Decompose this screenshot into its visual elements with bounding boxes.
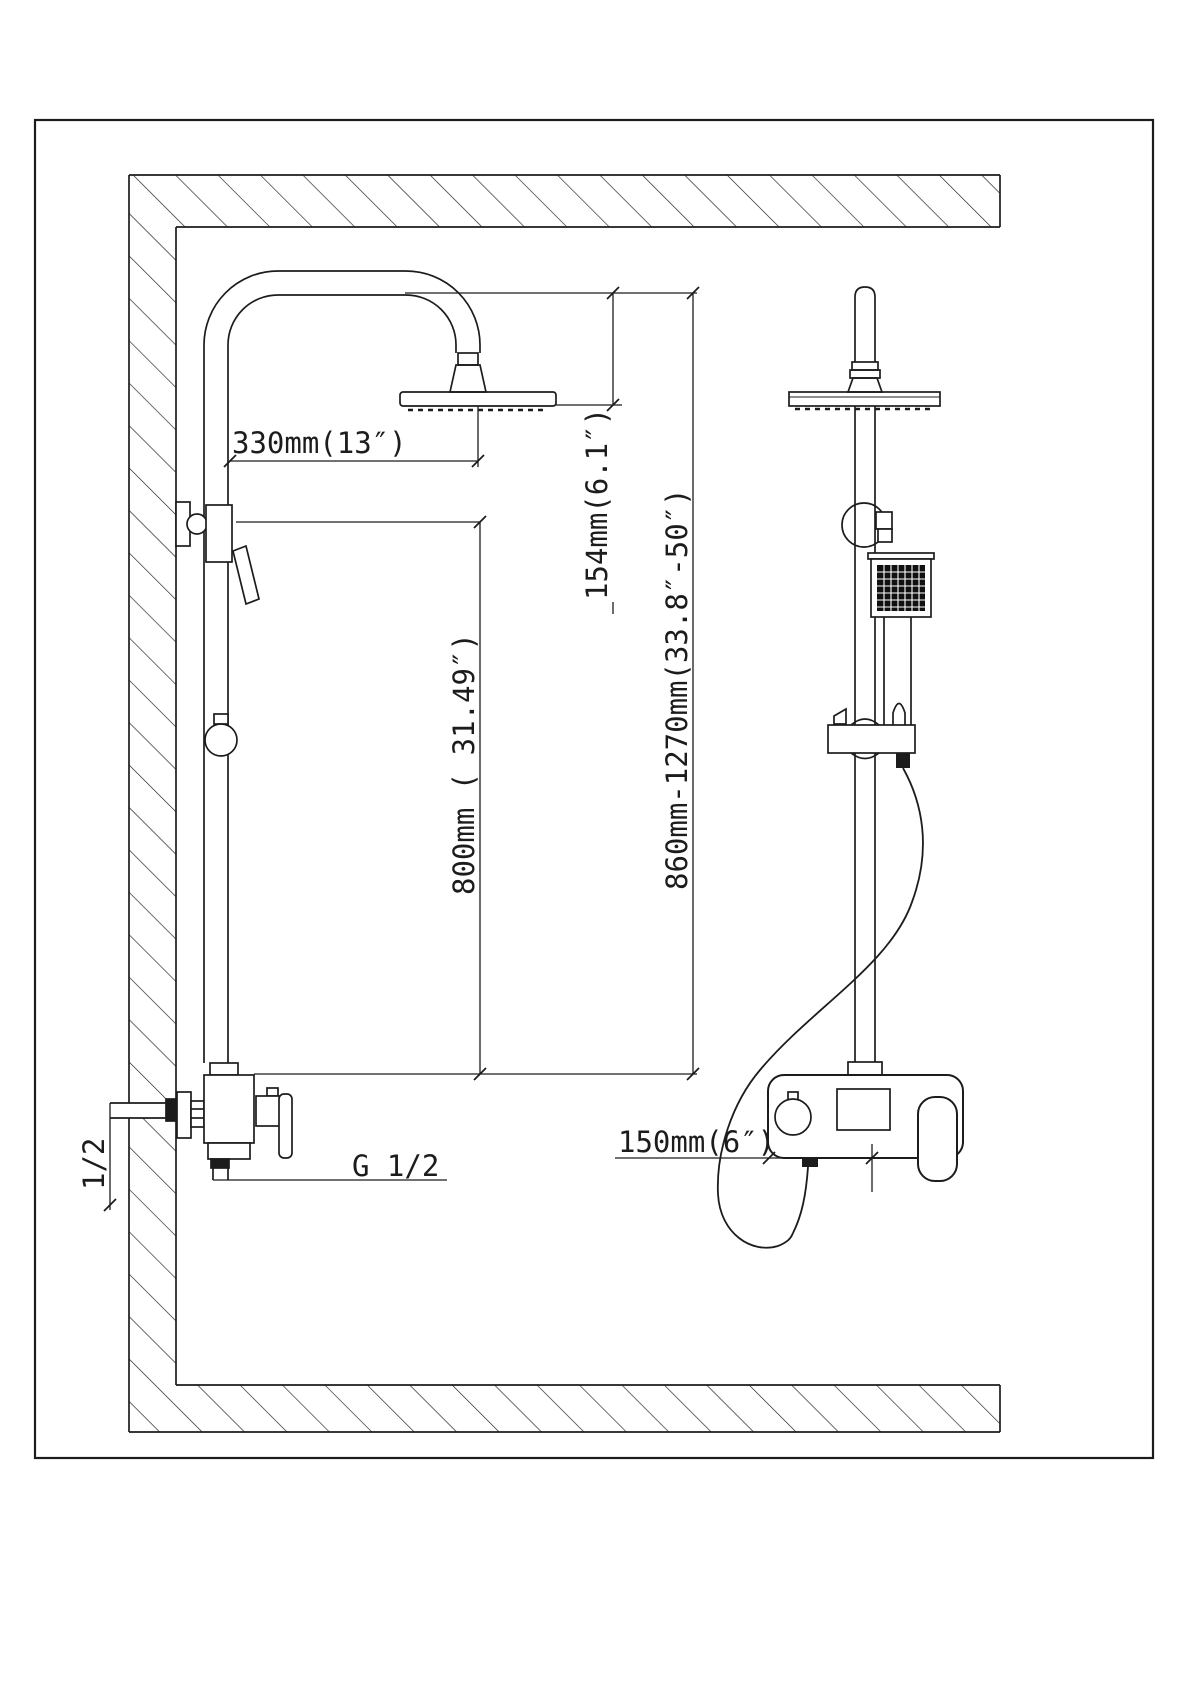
wall-section-hatching [128,174,1001,1433]
diverter-lever [231,544,261,606]
hose-outlet [802,1158,818,1167]
wall-bottom-band [129,1385,1000,1432]
rain-head-connector [448,352,488,393]
hand-shower [867,552,935,725]
mixer-lever-front [917,1096,958,1182]
outlet-thread-label: G 1/2 [352,1149,439,1183]
dim-860-1270-label: 860mm-1270mm(33.8″-50″) [660,488,694,890]
handle-tip [892,702,906,725]
shower-front-view [716,286,964,1249]
upper-wall-bracket [175,501,261,606]
outlet-seal [210,1158,230,1169]
wall-left-band [129,227,176,1385]
hex-nut [190,1100,205,1128]
dimension-ticks [103,286,879,1212]
head-collar [846,361,884,393]
drawing-frame [33,118,1155,1460]
pipe-seal [165,1098,178,1122]
hose-connector [896,753,910,768]
shower-arm [203,270,481,353]
wall-supply-connection [110,1091,205,1139]
shower-hose [716,767,924,1249]
rain-shower-head-side [399,391,557,407]
mixer-lever-side [278,1093,293,1159]
top-pipe-cap [854,286,876,362]
hand-shower-face [877,565,925,611]
slider-knob [204,713,238,757]
dimension-labels: 330mm(13″) 154mm(6.1″) 800mm ( 31.49″) 8… [77,408,775,1190]
shower-side-view [110,270,557,1180]
dim-330-label: 330mm(13″) [232,426,407,460]
inlet-thread-label: 1/2 [77,1138,111,1190]
dim-800-label: 800mm ( 31.49″) [447,633,481,895]
wall-top-band [129,175,1000,227]
holder-clip [833,707,847,725]
temperature-knob [774,1098,812,1136]
mixer-plate [836,1088,891,1131]
cartridge [255,1095,281,1127]
bracket-clamp [875,511,893,543]
mixer-valve-side [203,1062,293,1180]
mixer-valve-front [767,1061,964,1234]
dimension-lines [109,292,873,1210]
slide-holder [827,707,916,768]
dim-154-label: 154mm(6.1″) [580,408,614,600]
rain-shower-head-front [788,391,941,407]
dim-150-label: 150mm(6″) [618,1125,775,1159]
riser-pipe [203,345,229,1063]
